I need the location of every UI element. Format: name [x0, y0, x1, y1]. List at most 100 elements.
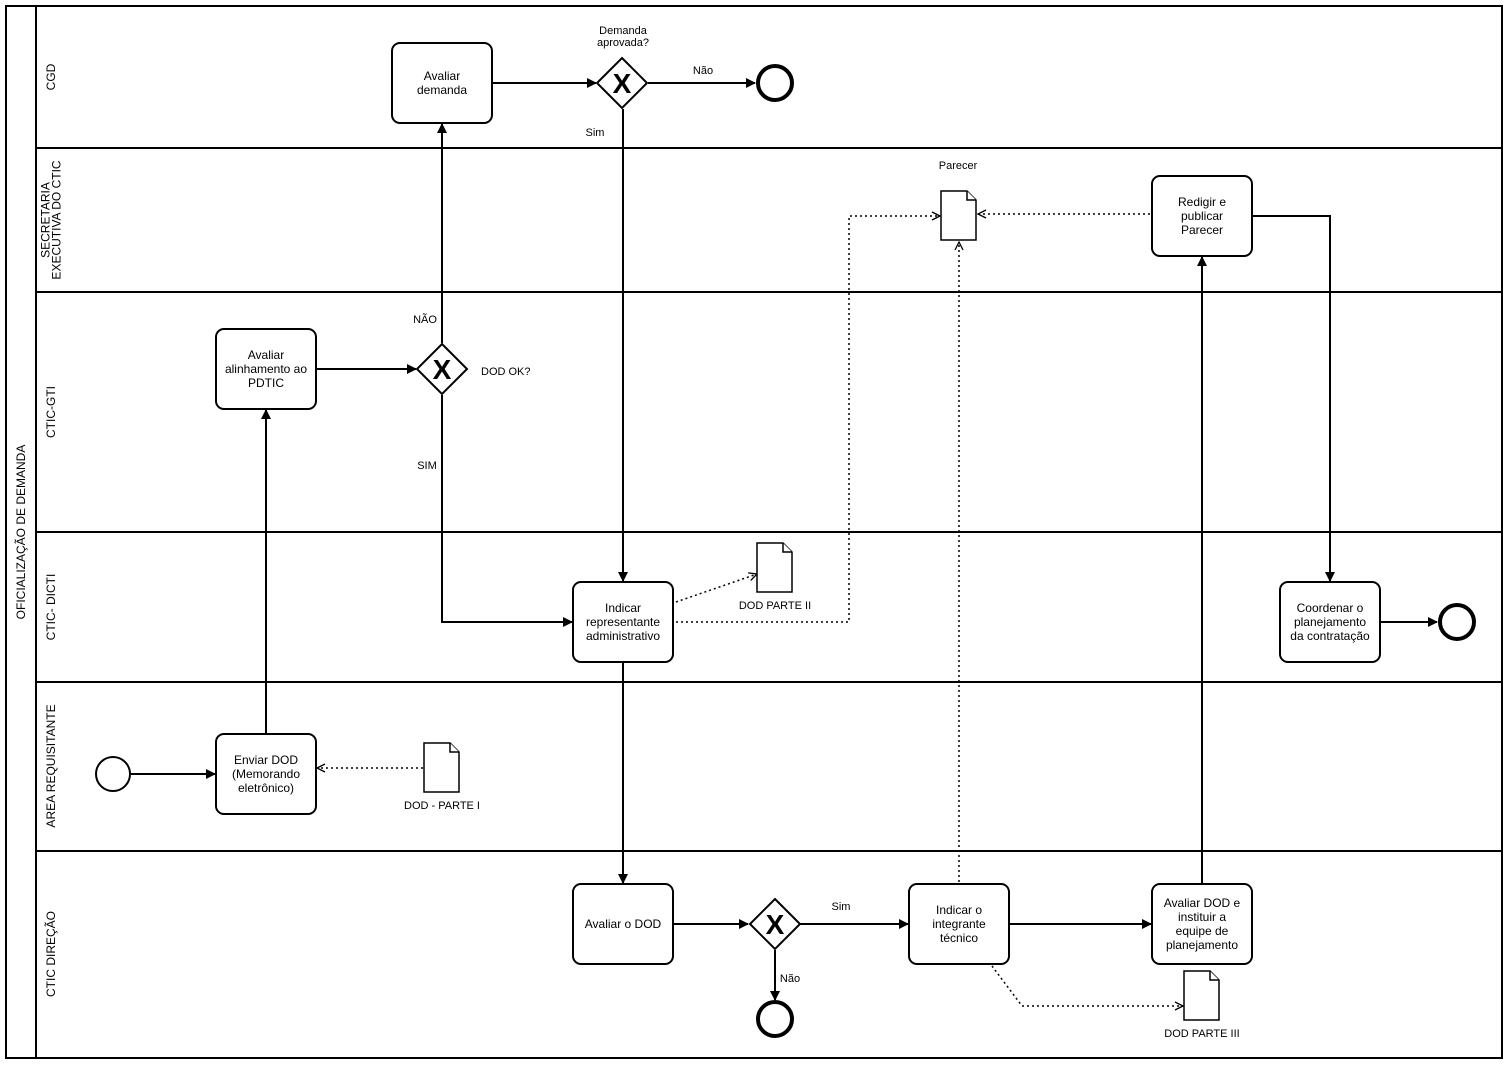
- task-box: [572, 581, 674, 663]
- document-icon: [1183, 970, 1220, 1021]
- task-label-line: alinhamento ao: [225, 362, 307, 376]
- task-box: [1151, 175, 1253, 257]
- task-label-line: planejamento: [1294, 615, 1366, 629]
- task-box: [1151, 883, 1253, 965]
- task-label-line: planejamento: [1166, 938, 1238, 952]
- task-label-line: Indicar o: [936, 903, 982, 917]
- document-icon: [940, 190, 977, 241]
- gateway-diamond: [595, 56, 649, 110]
- document-fold: [782, 543, 792, 553]
- flow-label-dir-sim: Sim: [832, 901, 851, 913]
- task-label-line: administrativo: [586, 629, 660, 643]
- exclusive-gateway-marker: X: [613, 68, 632, 99]
- flow-label-cgd-sim: Sim: [586, 127, 605, 139]
- lane-label-line: CTIC DIREÇÃO: [44, 911, 58, 997]
- task-label: Avaliar o DOD: [585, 917, 662, 931]
- task-label-line: Redigir e: [1178, 195, 1226, 209]
- task-label-line: Coordenar o: [1297, 601, 1364, 615]
- task-label-line: eletrônico): [238, 781, 294, 795]
- gateway-diamond: [748, 897, 802, 951]
- document-icon: [423, 742, 460, 793]
- gateway-gw-direcao: X: [748, 897, 802, 951]
- task-label-line: da contratação: [1290, 629, 1370, 643]
- task-avaliar-dod[interactable]: Avaliar o DOD: [572, 883, 674, 965]
- pool-label: OFICIALIZAÇÃO DE DEMANDA: [14, 445, 28, 620]
- flow-redigir-to-coordenar: [1252, 215, 1335, 582]
- document-fold: [449, 743, 459, 753]
- document-fold: [1209, 971, 1219, 981]
- task-label-line: equipe de: [1176, 924, 1229, 938]
- assoc-indicar-adm-to-parte2: [675, 574, 757, 603]
- task-label-line: publicar: [1181, 209, 1223, 223]
- flow-label-gti-sim: SIM: [417, 460, 437, 472]
- data-object-doc-parecer: Parecer: [939, 160, 978, 241]
- events: [95, 64, 1476, 1038]
- flow-label-cgd-nao: Não: [693, 65, 713, 77]
- lane-label-line: EXECUTIVA DO CTIC: [50, 160, 64, 279]
- flow-gateway-sim-to-indicar-adm: [441, 395, 573, 627]
- pool: OFICIALIZAÇÃO DE DEMANDA CGD SECRETARIAEX…: [5, 5, 1503, 1059]
- end-event-direcao: [756, 1000, 794, 1038]
- lane-labels: CGD SECRETARIAEXECUTIVA DO CTIC CTIC-GTI CT…: [39, 63, 64, 997]
- lane-label-line: CTIC-GTI: [44, 386, 58, 438]
- lane-label-cgd: CGD: [44, 63, 58, 90]
- task-box: [572, 883, 674, 965]
- data-object-doc-parte2: DOD PARTE II: [739, 542, 811, 612]
- lane-label-line: SECRETARIA: [39, 182, 53, 258]
- task-label-line: Avaliar: [248, 348, 284, 362]
- document-label: Parecer: [939, 160, 978, 172]
- gateway-gw-gti: X DOD OK?: [415, 342, 531, 396]
- task-label-line: Indicar: [605, 601, 641, 615]
- sequence-flows: [131, 78, 1438, 1001]
- lane-label-gti: CTIC-GTI: [44, 386, 58, 438]
- task-label-line: integrante: [932, 917, 986, 931]
- start-event: [95, 756, 131, 792]
- assoc-indicar-adm-to-parecer: [676, 216, 940, 623]
- task-label-line: representante: [586, 615, 660, 629]
- gateway-question-line: DOD OK?: [481, 366, 531, 378]
- exclusive-gateway-marker: X: [766, 909, 785, 940]
- lane-label-direcao: CTIC DIREÇÃO: [44, 911, 58, 997]
- task-label-line: Enviar DOD: [234, 753, 298, 767]
- task-label-line: demanda: [417, 83, 467, 97]
- task-box: [908, 883, 1010, 965]
- document-label: DOD - PARTE I: [404, 800, 480, 812]
- lane-label-line: CTIC- DICTI: [44, 574, 58, 641]
- document-label: DOD PARTE III: [1164, 1028, 1239, 1040]
- gateway-question-line: aprovada?: [597, 37, 649, 49]
- task-box: [391, 42, 493, 124]
- task-label-line: (Memorando: [232, 767, 300, 781]
- exclusive-gateway-marker: X: [433, 354, 452, 385]
- task-label-line: Avaliar DOD e: [1164, 896, 1241, 910]
- lane-label-line: AREA REQUISITANTE: [44, 704, 58, 827]
- flow-label-gti-nao: NÃO: [413, 313, 437, 326]
- document-icon: [756, 542, 793, 593]
- data-associations: [317, 214, 1183, 1006]
- data-object-doc-parte3: DOD PARTE III: [1164, 970, 1240, 1040]
- task-label-line: Avaliar: [424, 69, 460, 83]
- task-label-line: Avaliar o DOD: [585, 917, 662, 931]
- flow-label-dir-nao: Não: [780, 973, 800, 985]
- gateway-question-line: Demanda: [599, 25, 648, 37]
- data-object-doc-parte1: DOD - PARTE I: [404, 742, 480, 812]
- gateway-diamond: [415, 342, 469, 396]
- task-box: [1279, 581, 1381, 663]
